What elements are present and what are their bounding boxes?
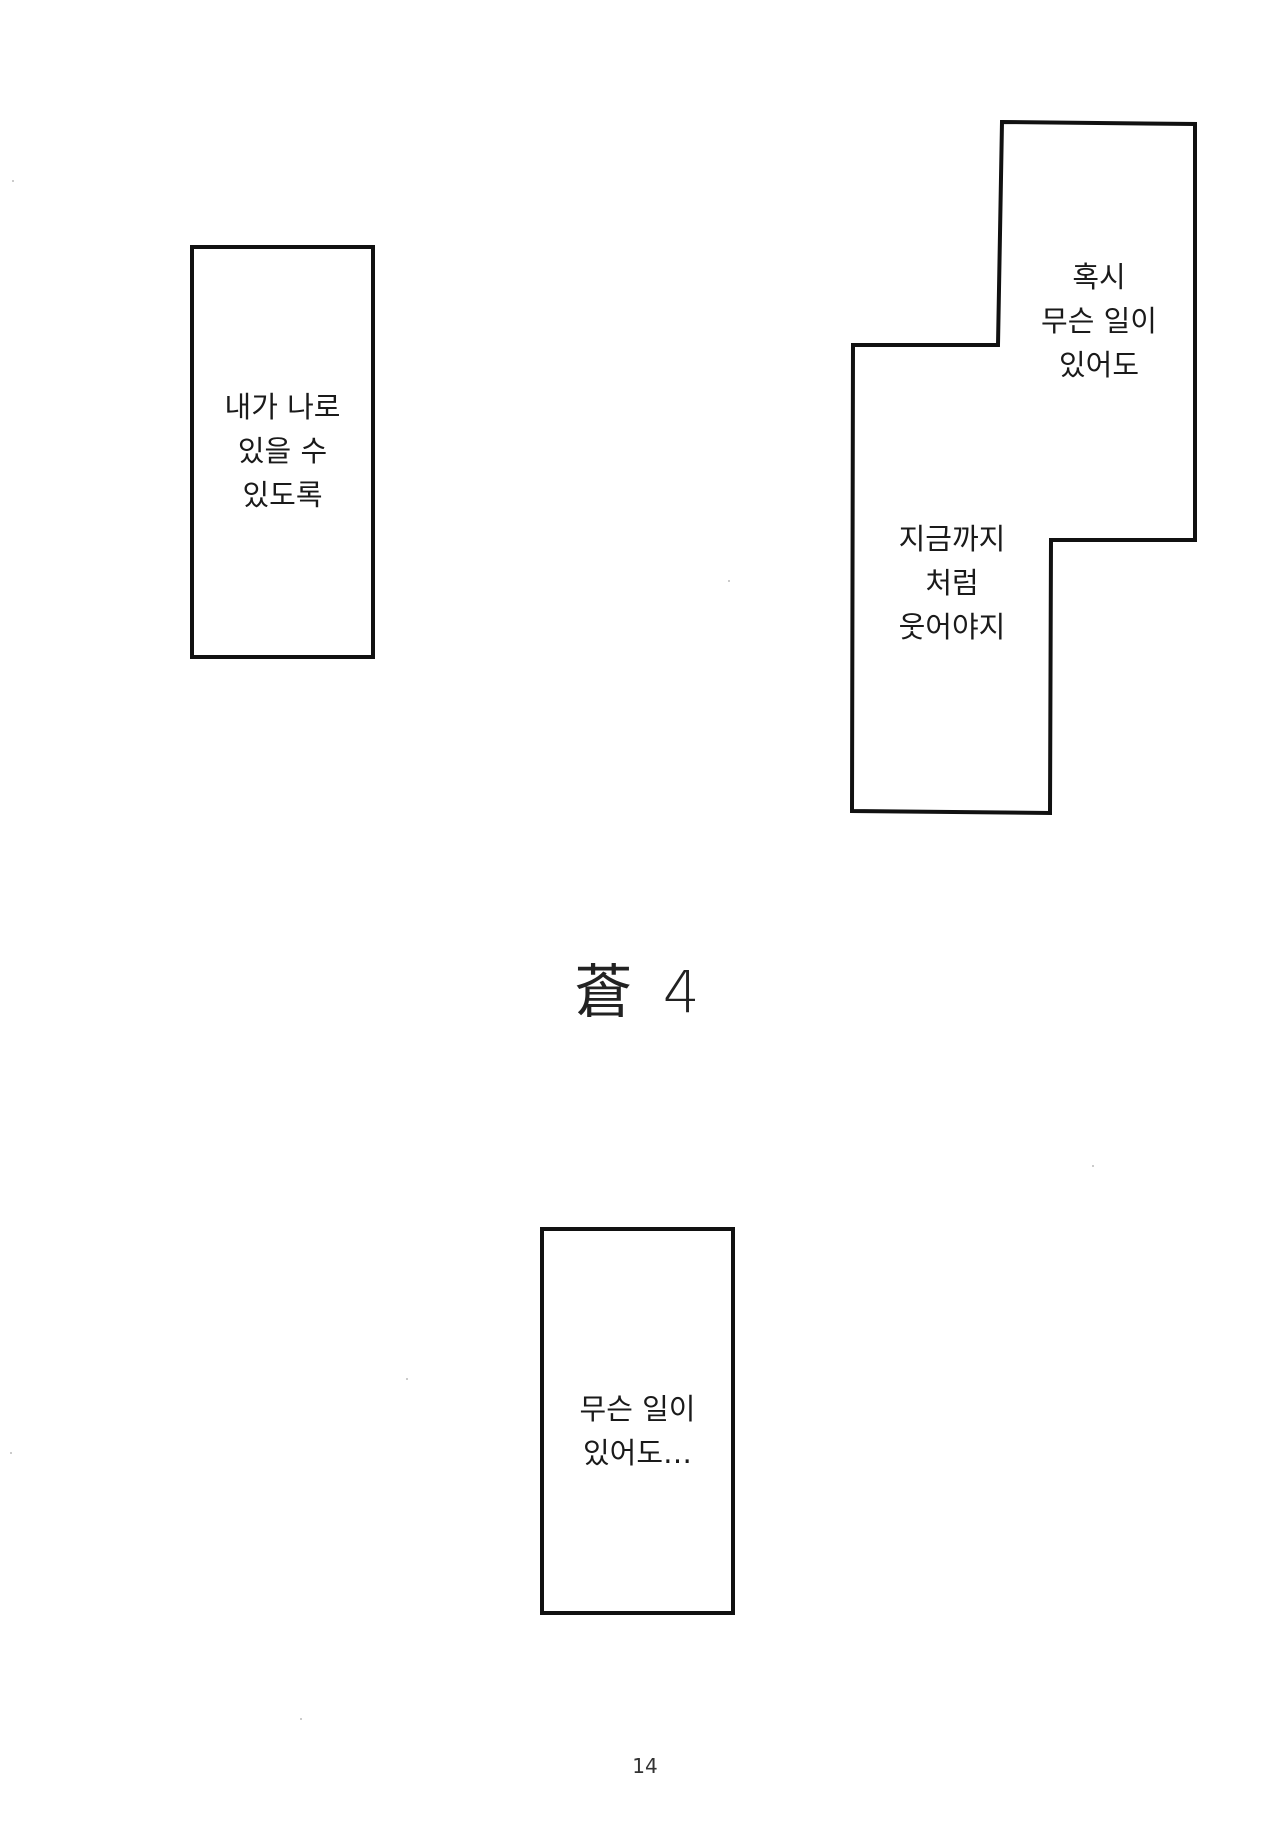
chapter-title: 蒼 4 bbox=[574, 958, 706, 1026]
caption-text-bottom: 무슨 일이 있어도… bbox=[540, 1387, 735, 1475]
scan-speck bbox=[406, 1378, 408, 1380]
caption-line: 처럼 bbox=[925, 566, 979, 600]
caption-line: 있도록 bbox=[242, 478, 323, 512]
scan-speck bbox=[10, 1452, 12, 1454]
page-number: 14 bbox=[632, 1754, 658, 1778]
scan-speck bbox=[300, 1718, 302, 1720]
scan-speck bbox=[1092, 1165, 1094, 1167]
caption-line: 혹시 bbox=[1072, 260, 1126, 294]
caption-line: 지금까지 bbox=[898, 522, 1006, 556]
caption-panel-left bbox=[190, 245, 375, 659]
caption-line: 있을 수 bbox=[237, 434, 328, 468]
caption-text-right-top: 혹시 무슨 일이 있어도 bbox=[1002, 255, 1196, 387]
caption-panel-bottom bbox=[540, 1227, 735, 1615]
caption-line: 있어도 bbox=[1058, 348, 1140, 382]
scan-speck bbox=[12, 180, 14, 182]
caption-line: 무슨 일이 bbox=[579, 1392, 696, 1426]
caption-line: 웃어야지 bbox=[898, 610, 1006, 644]
caption-line: 내가 나로 bbox=[224, 390, 341, 424]
caption-line: 무슨 일이 bbox=[1041, 304, 1157, 338]
caption-text-left: 내가 나로 있을 수 있도록 bbox=[190, 385, 375, 517]
caption-text-right-bottom: 지금까지 처럼 웃어야지 bbox=[853, 517, 1051, 649]
caption-line: 있어도… bbox=[582, 1436, 693, 1470]
stepped-panel-outline bbox=[849, 119, 1197, 816]
scan-speck bbox=[728, 580, 730, 582]
